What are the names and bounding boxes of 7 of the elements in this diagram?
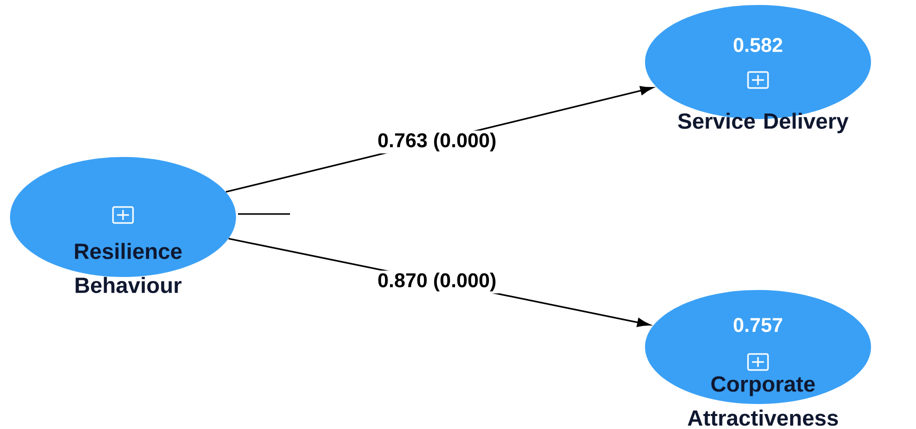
construct-name: Service Delivery — [678, 112, 848, 134]
r-squared-value: 0.757 — [734, 318, 782, 332]
construct-name: Resilience Behaviour — [75, 242, 182, 294]
path-coefficient: 0.870 (0.000) — [378, 272, 496, 292]
construct-name: Corporate Attractiveness — [688, 376, 838, 426]
path-coefficient: 0.763 (0.000) — [378, 132, 496, 152]
r-squared-value: 0.582 — [734, 38, 782, 52]
